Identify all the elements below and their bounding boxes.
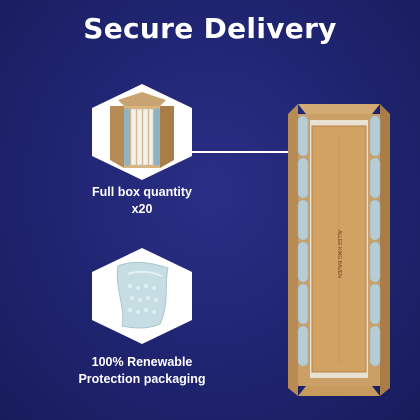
open-box-with-boards-icon	[92, 84, 192, 180]
product-box-image: ALLEE KING BAUEN	[284, 104, 394, 404]
feature-box-quantity-line1: Full box quantity	[92, 185, 192, 199]
long-shipping-box-icon	[288, 104, 390, 396]
product-box-print: ALLEE KING BAUEN	[336, 230, 342, 278]
bubble-wrap-sheet-icon	[92, 248, 192, 344]
feature-box-quantity-caption: Full box quantity x20	[62, 184, 222, 218]
feature-renewable-packaging-caption: 100% Renewable Protection packaging	[52, 354, 232, 388]
feature-box-quantity-image	[88, 82, 196, 182]
feature-box-quantity-line2: x20	[131, 202, 153, 216]
page-title: Secure Delivery	[83, 12, 337, 45]
feature-renewable-packaging-image	[88, 246, 196, 346]
feature-renewable-packaging-line2: Protection packaging	[78, 372, 206, 386]
feature-renewable-packaging-line1: 100% Renewable	[91, 355, 193, 369]
